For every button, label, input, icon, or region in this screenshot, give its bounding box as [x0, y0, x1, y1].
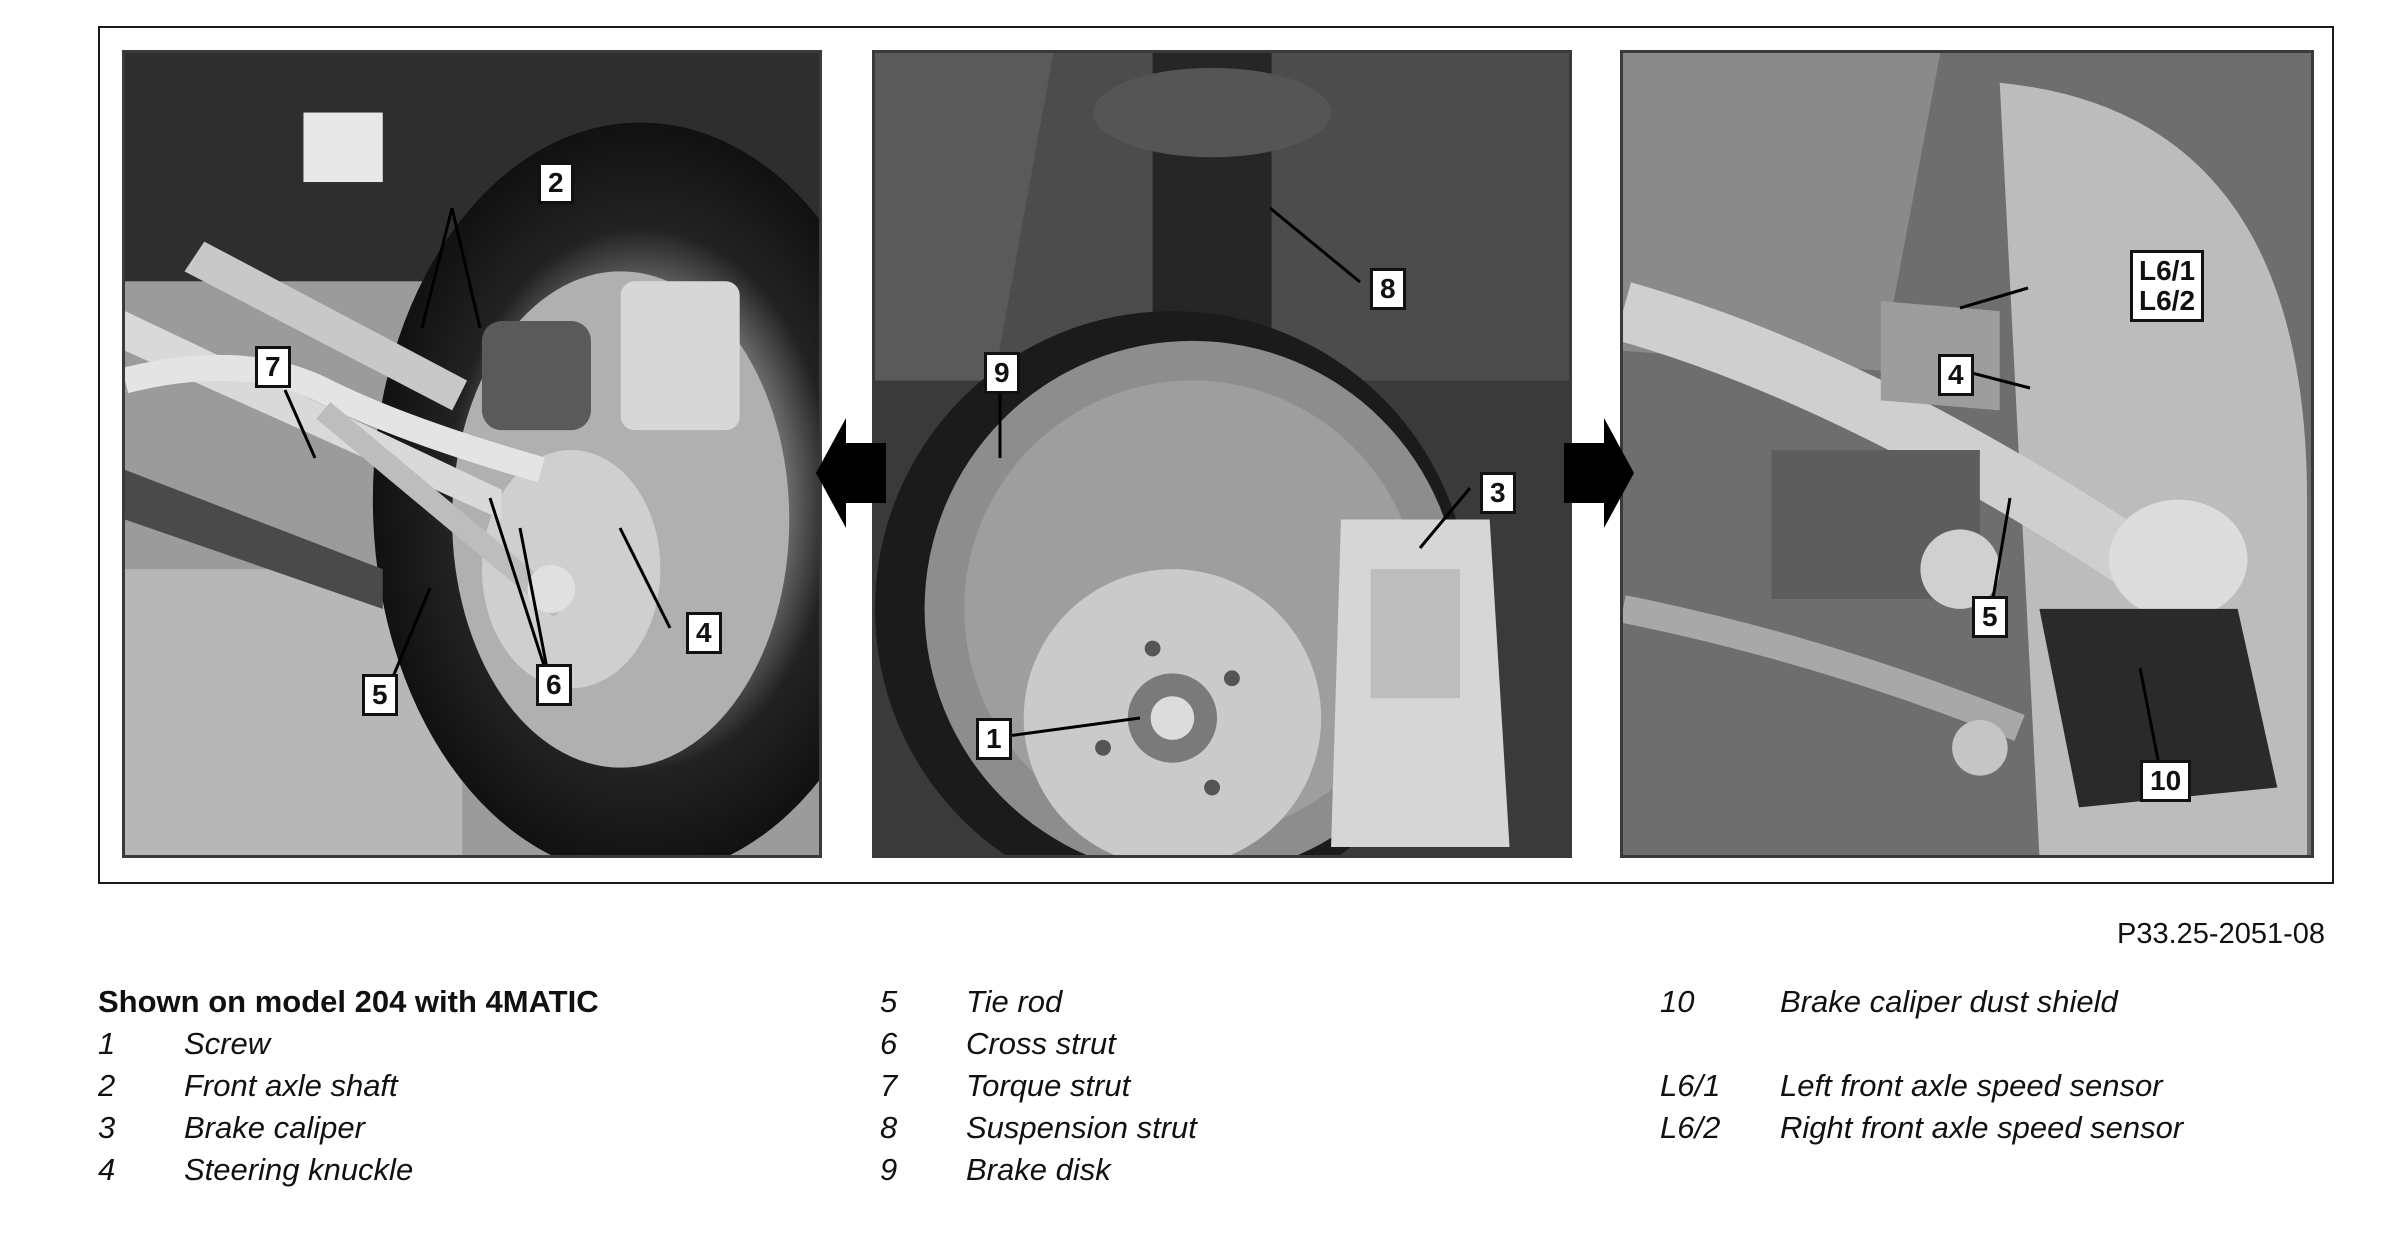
photo-panel-right	[1620, 50, 2314, 858]
callout-3: 3	[1480, 472, 1516, 514]
legend-label: Left front axle speed sensor	[1780, 1068, 2163, 1103]
legend: Shown on model 204 with 4MATIC 1 Screw 2…	[0, 984, 2383, 1204]
suspension-photo-left	[125, 53, 819, 855]
callout-4-right: 4	[1938, 354, 1974, 396]
legend-label: Brake disk	[966, 1152, 1111, 1187]
legend-number: 7	[880, 1068, 898, 1103]
photo-panel-left	[122, 50, 822, 858]
legend-number: L6/2	[1660, 1110, 1721, 1145]
legend-number: 10	[1660, 984, 1695, 1019]
legend-number: 9	[880, 1152, 898, 1187]
legend-label: Steering knuckle	[184, 1152, 414, 1187]
legend-label: Brake caliper dust shield	[1780, 984, 2118, 1019]
document-id: P33.25-2051-08	[2117, 918, 2325, 950]
legend-number: 8	[880, 1110, 898, 1145]
callout-l6-1: L6/1	[2139, 255, 2196, 286]
legend-label: Brake caliper	[184, 1110, 365, 1145]
legend-number: 5	[880, 984, 898, 1019]
callout-5-left: 5	[362, 674, 398, 716]
legend-number: 3	[98, 1110, 116, 1145]
legend-number: 2	[98, 1068, 116, 1103]
legend-label: Torque strut	[966, 1068, 1131, 1103]
legend-number: 4	[98, 1152, 116, 1187]
callout-2: 2	[538, 162, 574, 204]
legend-label: Suspension strut	[966, 1110, 1197, 1145]
callout-7: 7	[255, 346, 291, 388]
callout-9: 9	[984, 352, 1020, 394]
legend-label: Cross strut	[966, 1026, 1116, 1061]
callout-l6-stack: L6/1 L6/2	[2130, 250, 2205, 322]
callout-4-left: 4	[686, 612, 722, 654]
figure-frame: 2 7 4 6 5 8 9 3 1 L6/1 L6/2 4 5 10	[98, 26, 2334, 884]
callout-1: 1	[976, 718, 1012, 760]
legend-number: L6/1	[1660, 1068, 1721, 1103]
legend-label: Right front axle speed sensor	[1780, 1110, 2184, 1145]
arrow-right-icon	[1564, 418, 1634, 528]
knuckle-photo-right	[1623, 53, 2311, 855]
legend-label: Tie rod	[966, 984, 1063, 1019]
callout-10: 10	[2140, 760, 2192, 802]
callout-6: 6	[536, 664, 572, 706]
legend-number: 6	[880, 1026, 898, 1061]
callout-5-right: 5	[1972, 596, 2008, 638]
callout-l6-2: L6/2	[2139, 285, 2196, 316]
legend-label: Front axle shaft	[184, 1068, 398, 1103]
callout-8: 8	[1370, 268, 1406, 310]
legend-title: Shown on model 204 with 4MATIC	[98, 984, 599, 1019]
arrow-left-icon	[816, 418, 886, 528]
legend-label: Screw	[184, 1026, 271, 1061]
legend-number: 1	[98, 1026, 116, 1061]
